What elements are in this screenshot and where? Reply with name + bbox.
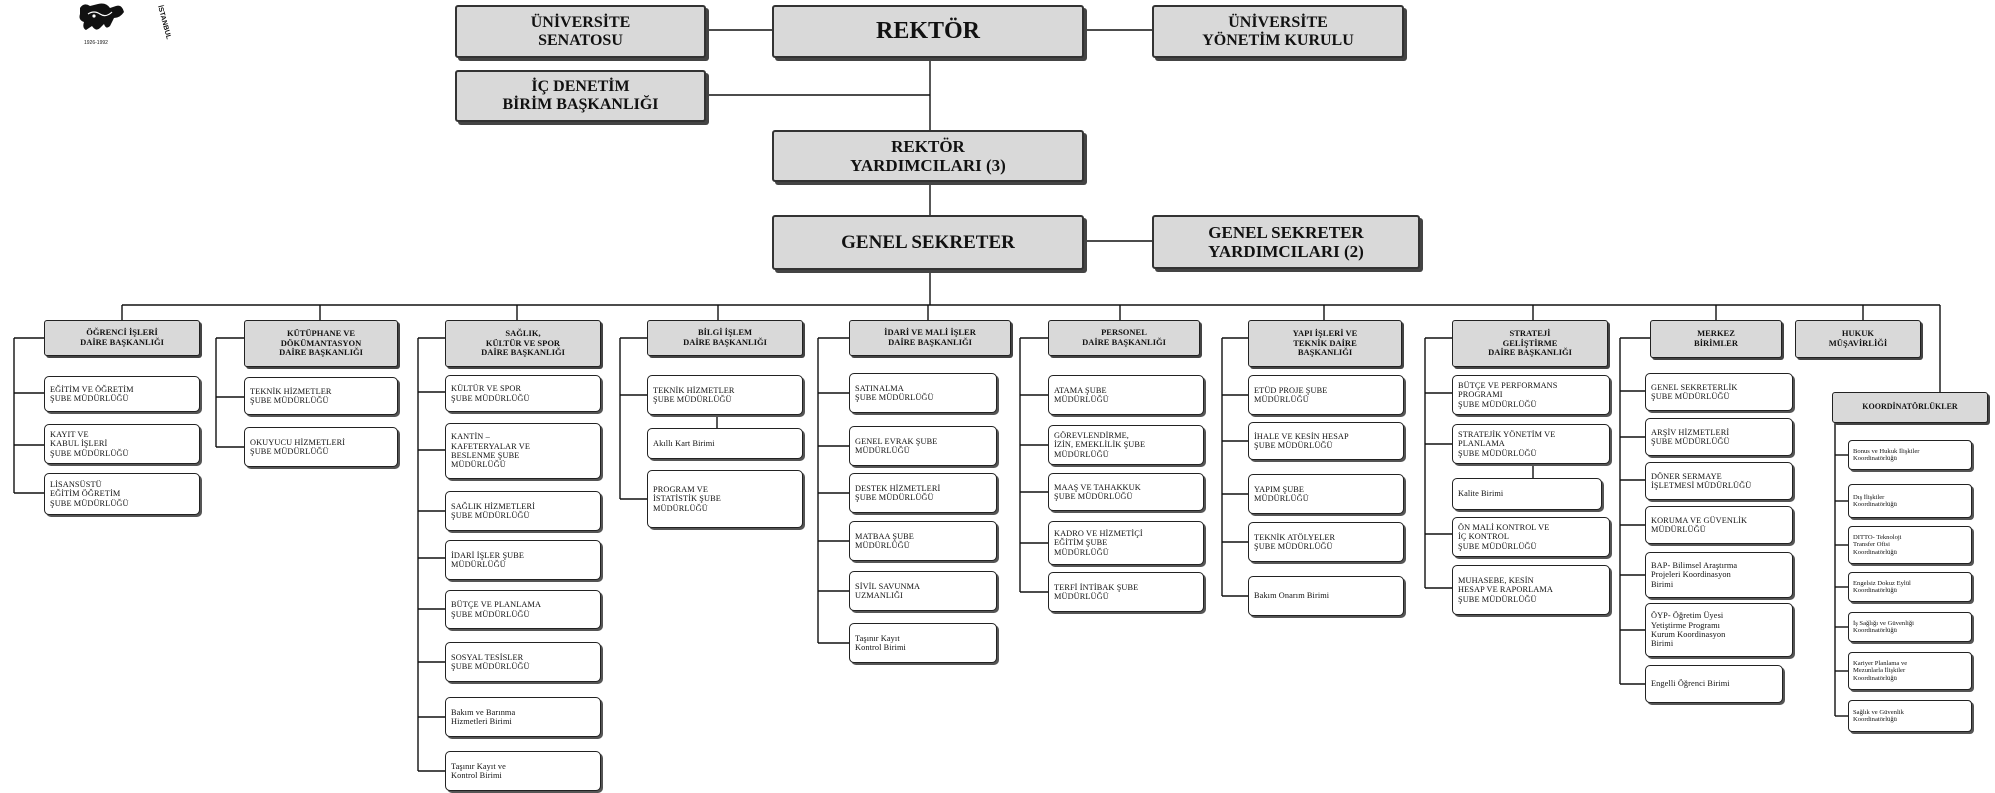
gs-yardimcilari-box: GENEL SEKRETER YARDIMCILARI (2) bbox=[1152, 215, 1420, 269]
unit-saglik-hizmetleri: SAĞLIK HİZMETLERİ ŞUBE MÜDÜRLÜĞÜ bbox=[445, 491, 601, 531]
koord-item-2: Dış İlişkiler Koordinatörlüğü bbox=[1848, 484, 1972, 518]
rektor-box: REKTÖR bbox=[772, 5, 1084, 58]
dept-yapi-isleri: YAPI İŞLERİ VE TEKNİK DAİRE BAŞKANLIĞI bbox=[1248, 320, 1402, 367]
dept-merkez-birimler: MERKEZ BİRİMLER bbox=[1650, 320, 1782, 358]
koord-item-5: İş Sağlığı ve Güvenliği Koordinatörlüğü bbox=[1848, 612, 1972, 642]
unit-satinalma: SATINALMA ŞUBE MÜDÜRLÜĞÜ bbox=[849, 373, 997, 413]
dept-bilgi-islem: BİLGİ İŞLEM DAİRE BAŞKANLIĞI bbox=[647, 320, 803, 356]
koord-item-4: Engelsiz Dokuz Eylül Koordinatörlüğü bbox=[1848, 572, 1972, 602]
unit-kadro-hizmetici: KADRO VE HİZMETİÇİ EĞİTİM ŞUBE MÜDÜRLÜĞÜ bbox=[1048, 521, 1204, 565]
koord-item-3: DITTO- Teknoloji Transfer Ofisi Koordina… bbox=[1848, 526, 1972, 564]
unit-destek-hizmetleri: DESTEK HİZMETLERİ ŞUBE MÜDÜRLÜĞÜ bbox=[849, 473, 997, 513]
unit-genel-sekreterlik: GENEL SEKRETERLİK ŞUBE MÜDÜRLÜĞÜ bbox=[1645, 373, 1793, 411]
dept-kutuphane: KÜTÜPHANE VE DÖKÜMANTASYON DAİRE BAŞKANL… bbox=[244, 320, 398, 367]
unit-teknik-atolyeler: TEKNİK ATÖLYELER ŞUBE MÜDÜRLÜĞÜ bbox=[1248, 522, 1404, 562]
unit-gorevlendirme: GÖREVLENDİRME, İZİN, EMEKLİLİK ŞUBE MÜDÜ… bbox=[1048, 425, 1204, 465]
rektor-yardimcilari-box: REKTÖR YARDIMCILARI (3) bbox=[772, 130, 1084, 182]
dept-personel: PERSONEL DAİRE BAŞKANLIĞI bbox=[1048, 320, 1200, 356]
unit-tasinir-kayit-3: Taşınır Kayıt ve Kontrol Birimi bbox=[445, 751, 601, 791]
unit-sosyal-tesisler: SOSYAL TESİSLER ŞUBE MÜDÜRLÜĞÜ bbox=[445, 642, 601, 682]
unit-butce-performans: BÜTÇE VE PERFORMANS PROGRAMI ŞUBE MÜDÜRL… bbox=[1452, 375, 1610, 415]
unit-okuyucu-hizmetleri: OKUYUCU HİZMETLERİ ŞUBE MÜDÜRLÜĞÜ bbox=[244, 427, 398, 467]
unit-butce-planlama: BÜTÇE VE PLANLAMA ŞUBE MÜDÜRLÜĞÜ bbox=[445, 590, 601, 629]
unit-akilli-kart: Akıllı Kart Birimi bbox=[647, 428, 803, 459]
dept-strateji: STRATEJİ GELİŞTİRME DAİRE BAŞKANLIĞI bbox=[1452, 320, 1608, 367]
unit-kayit-kabul: KAYIT VE KABUL İŞLERİ ŞUBE MÜDÜRLÜĞÜ bbox=[44, 424, 200, 464]
unit-program-istatistik: PROGRAM VE İSTATİSTİK ŞUBE MÜDÜRLÜĞÜ bbox=[647, 470, 803, 528]
koordinatorlukler-header: KOORDİNATÖRLÜKLER bbox=[1832, 392, 1988, 423]
unit-lisansustu: LİSANSÜSTÜ EĞİTİM ÖĞRETİM ŞUBE MÜDÜRLÜĞÜ bbox=[44, 473, 200, 515]
unit-atama: ATAMA ŞUBE MÜDÜRLÜĞÜ bbox=[1048, 375, 1204, 415]
unit-yapim: YAPIM ŞUBE MÜDÜRLÜĞÜ bbox=[1248, 474, 1404, 514]
unit-tasinir-kayit-5: Taşınır Kayıt Kontrol Birimi bbox=[849, 623, 997, 663]
koord-item-1: Bonus ve Hukuk İlişkiler Koordinatörlüğü bbox=[1848, 440, 1972, 470]
dept-saglik-kultur-spor: SAĞLIK, KÜLTÜR VE SPOR DAİRE BAŞKANLIĞI bbox=[445, 320, 601, 367]
unit-bakim-barinma: Bakım ve Barınma Hizmetleri Birimi bbox=[445, 697, 601, 737]
logo-side-text: İSTANBUL bbox=[156, 4, 173, 40]
dept-ogrenci-isleri: ÖĞRENCİ İŞLERİ DAİRE BAŞKANLIĞI bbox=[44, 320, 200, 356]
senato-box: ÜNİVERSİTE SENATOSU bbox=[455, 5, 706, 58]
ic-denetim-box: İÇ DENETİM BİRİM BAŞKANLIĞI bbox=[455, 70, 706, 122]
unit-terfi-intibak: TERFİ İNTİBAK ŞUBE MÜDÜRLÜĞÜ bbox=[1048, 572, 1204, 612]
unit-etud-proje: ETÜD PROJE ŞUBE MÜDÜRLÜĞÜ bbox=[1248, 375, 1404, 415]
unit-kalite: Kalite Birimi bbox=[1452, 478, 1602, 510]
dept-hukuk: HUKUK MÜŞAVİRLİĞİ bbox=[1795, 320, 1921, 358]
unit-ihale-kesin-hesap: İHALE VE KESİN HESAP ŞUBE MÜDÜRLÜĞÜ bbox=[1248, 422, 1404, 460]
unit-egitim-ogretim: EĞİTİM VE ÖĞRETİM ŞUBE MÜDÜRLÜĞÜ bbox=[44, 376, 200, 412]
unit-bilgi-teknik: TEKNİK HİZMETLER ŞUBE MÜDÜRLÜĞÜ bbox=[647, 375, 803, 415]
koord-item-7: Sağlık ve Güvenlik Koordinatörlüğü bbox=[1848, 700, 1972, 732]
unit-oyp: ÖYP- Öğretim Üyesi Yetiştirme Programı K… bbox=[1645, 603, 1793, 657]
unit-engelli-ogrenci: Engelli Öğrenci Birimi bbox=[1645, 665, 1783, 703]
unit-on-mali-kontrol: ÖN MALİ KONTROL VE İÇ KONTROL ŞUBE MÜDÜR… bbox=[1452, 517, 1610, 557]
genel-sekreter-box: GENEL SEKRETER bbox=[772, 215, 1084, 270]
unit-kultur-spor: KÜLTÜR VE SPOR ŞUBE MÜDÜRLÜĞÜ bbox=[445, 375, 601, 412]
yonetim-kurulu-box: ÜNİVERSİTE YÖNETİM KURULU bbox=[1152, 5, 1404, 58]
unit-arsiv-hizmetleri: ARŞİV HİZMETLERİ ŞUBE MÜDÜRLÜĞÜ bbox=[1645, 418, 1793, 456]
unit-koruma-guvenlik: KORUMA VE GÜVENLİK MÜDÜRLÜĞÜ bbox=[1645, 506, 1793, 544]
unit-idari-isler: İDARİ İŞLER ŞUBE MÜDÜRLÜĞÜ bbox=[445, 540, 601, 580]
unit-doner-sermaye: DÖNER SERMAYE İŞLETMESİ MÜDÜRLÜĞÜ bbox=[1645, 462, 1793, 500]
unit-maas-tahakkuk: MAAŞ VE TAHAKKUK ŞUBE MÜDÜRLÜĞÜ bbox=[1048, 473, 1204, 511]
logo-year: 1926-1992 bbox=[84, 40, 108, 46]
unit-stratejik-yonetim: STRATEJİK YÖNETİM VE PLANLAMA ŞUBE MÜDÜR… bbox=[1452, 424, 1610, 464]
unit-genel-evrak: GENEL EVRAK ŞUBE MÜDÜRLÜĞÜ bbox=[849, 426, 997, 466]
dept-idari-mali: İDARİ VE MALİ İŞLER DAİRE BAŞKANLIĞI bbox=[849, 320, 1011, 356]
unit-bap: BAP- Bilimsel Araştırma Projeleri Koordi… bbox=[1645, 552, 1793, 598]
unit-sivil-savunma: SİVİL SAVUNMA UZMANLIĞI bbox=[849, 571, 997, 611]
unit-kayit-kabul-text: KAYIT VE KABUL İŞLERİ ŞUBE MÜDÜRLÜĞÜ bbox=[50, 430, 129, 458]
unit-kutuphane-teknik: TEKNİK HİZMETLER ŞUBE MÜDÜRLÜĞÜ bbox=[244, 377, 398, 415]
koord-item-6: Kariyer Planlama ve Mezunlarla İlişkiler… bbox=[1848, 652, 1972, 690]
unit-muhasebe: MUHASEBE, KESİN HESAP VE RAPORLAMA ŞUBE … bbox=[1452, 565, 1610, 615]
unit-matbaa: MATBAA ŞUBE MÜDÜRLÜĞÜ bbox=[849, 521, 997, 561]
unit-kantin: KANTİN – KAFETERYALAR VE BESLENME ŞUBE M… bbox=[445, 423, 601, 479]
university-logo: 1926-1992 İSTANBUL bbox=[70, 0, 200, 52]
unit-bakim-onarim: Bakım Onarım Birimi bbox=[1248, 576, 1404, 616]
